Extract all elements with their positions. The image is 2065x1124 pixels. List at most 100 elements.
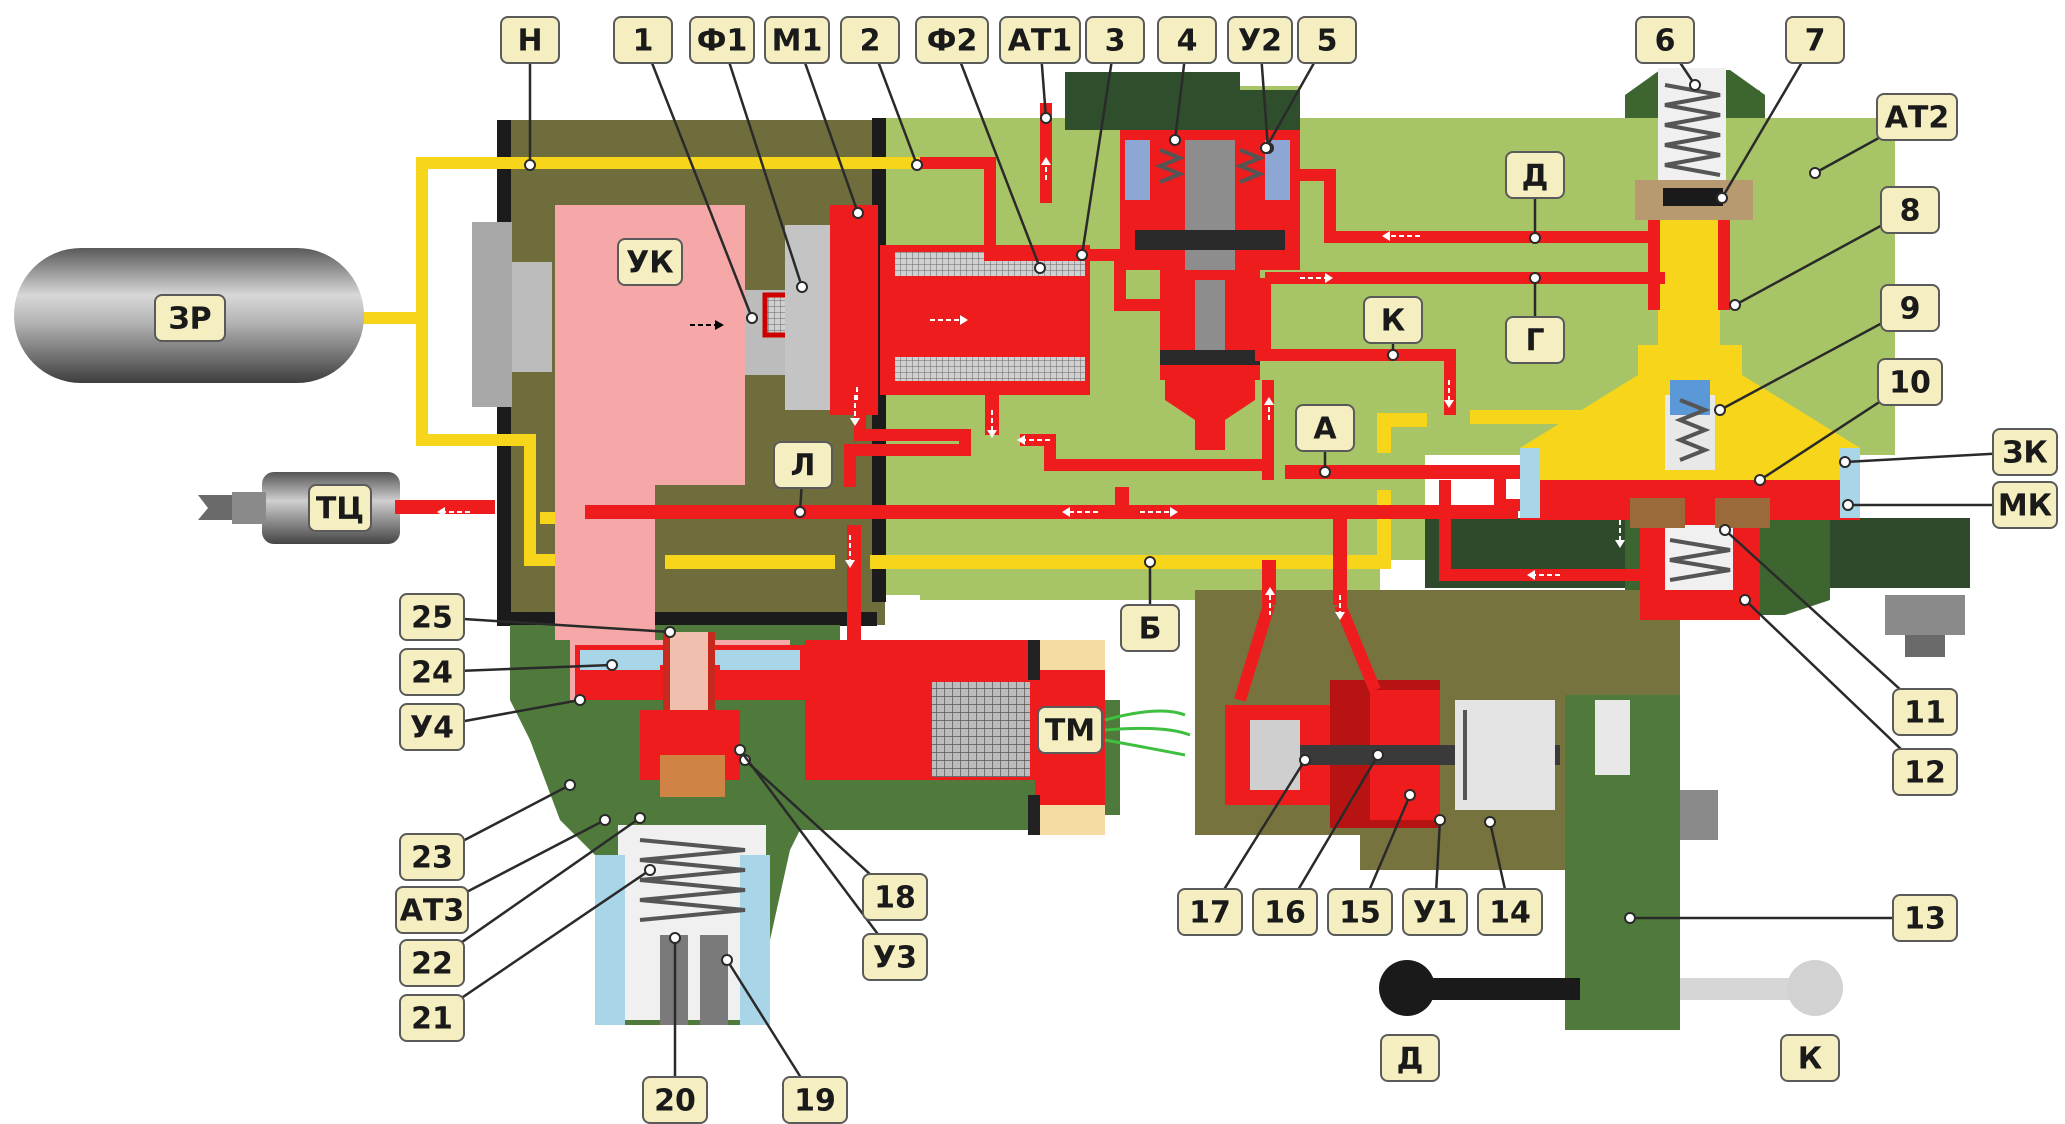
label-a: А <box>1295 404 1355 452</box>
valve4-lower-seat <box>1160 350 1260 365</box>
leader-dot-19 <box>721 954 733 966</box>
label-text-8: 8 <box>1900 194 1921 229</box>
mk-channel <box>1439 480 1650 581</box>
leader-dot-10 <box>1754 474 1766 486</box>
label-text-7: 7 <box>1805 24 1826 59</box>
label-mk: МК <box>1992 481 2058 529</box>
label-21: 21 <box>399 994 465 1042</box>
label-text-u3: У3 <box>873 941 917 976</box>
line-2-to-valve <box>920 157 1160 311</box>
label-18: 18 <box>862 873 928 921</box>
label-22: 22 <box>399 939 465 987</box>
leader-line-25 <box>431 615 671 634</box>
line-k-center <box>1262 380 1274 480</box>
tm-exhaust-lines <box>1104 709 1191 757</box>
label-box-18 <box>862 873 928 921</box>
label-box-f1 <box>689 16 755 64</box>
handle-nut <box>1680 790 1718 840</box>
label-text-5: 5 <box>1317 24 1338 59</box>
label-box-21 <box>399 994 465 1042</box>
label-box-u3 <box>862 933 928 981</box>
leader-line-3 <box>1080 39 1117 256</box>
zk-left-seal <box>1520 448 1540 518</box>
label-text-at3: АТ3 <box>400 894 465 929</box>
label-text-2: 2 <box>860 24 881 59</box>
label-12: 12 <box>1892 748 1958 796</box>
valve11-left <box>1630 498 1685 528</box>
stem-red-right <box>1718 200 1730 310</box>
label-text-mk: МК <box>1998 489 2053 524</box>
label-box-14 <box>1477 888 1543 936</box>
leader-dot-14 <box>1484 816 1496 828</box>
leader-line-12 <box>1744 599 1926 773</box>
line-k <box>1255 349 1456 415</box>
channel-join-l <box>1234 603 1275 702</box>
label-text-14: 14 <box>1489 896 1531 931</box>
label-box-tm <box>1037 706 1103 754</box>
handle-bar-d <box>1405 978 1580 1000</box>
m1-piston <box>830 205 878 415</box>
label-7: 7 <box>1785 16 1845 64</box>
label-text-tm: ТМ <box>1045 714 1095 749</box>
label-8: 8 <box>1880 186 1940 234</box>
label-box-zk <box>1992 428 2058 476</box>
label-text-21: 21 <box>411 1002 453 1037</box>
line-l-tee <box>1115 487 1129 512</box>
label-d_top: Д <box>1505 151 1565 199</box>
label-text-d_handle: Д <box>1397 1042 1424 1077</box>
label-16: 16 <box>1252 888 1318 936</box>
leader-dot-7 <box>1716 192 1728 204</box>
leader-dot-11 <box>1719 524 1731 536</box>
supply-line-h-top <box>355 157 920 324</box>
label-15: 15 <box>1327 888 1393 936</box>
leader-dot-u3 <box>734 744 746 756</box>
tm-connector-bottom <box>1035 805 1105 835</box>
leader-dot-4 <box>1169 134 1181 146</box>
leader-dot-1 <box>746 312 758 324</box>
label-text-u1: У1 <box>1413 896 1457 931</box>
label-box-a <box>1295 404 1355 452</box>
leader-dot-zk <box>1839 456 1851 468</box>
leader-dot-m1 <box>852 207 864 219</box>
label-u3: У3 <box>862 933 928 981</box>
label-at2: АТ2 <box>1876 93 1958 141</box>
label-box-u2 <box>1227 16 1293 64</box>
label-k_mid: К <box>1363 296 1423 344</box>
label-text-12: 12 <box>1904 756 1946 791</box>
label-text-4: 4 <box>1177 24 1198 59</box>
label-box-10 <box>1877 358 1943 406</box>
label-uk: УК <box>617 238 683 286</box>
label-tc: ТЦ <box>308 484 372 532</box>
label-text-17: 17 <box>1189 896 1231 931</box>
label-l: Л <box>773 441 833 489</box>
label-box-b <box>1120 604 1180 652</box>
label-box-d_handle <box>1380 1034 1440 1082</box>
tm-filter <box>932 682 1030 777</box>
label-u4: У4 <box>399 703 465 751</box>
leader-dot-d_top <box>1529 232 1541 244</box>
label-text-f2: Ф2 <box>927 24 978 59</box>
leader-dot-8 <box>1729 299 1741 311</box>
label-10: 10 <box>1877 358 1943 406</box>
brake-cylinder-fork <box>198 495 232 520</box>
label-k_handle: К <box>1780 1034 1840 1082</box>
leader-dot-a <box>1319 466 1331 478</box>
label-box-4 <box>1157 16 1217 64</box>
leader-line-21 <box>431 868 651 1020</box>
label-box-tc <box>308 484 372 532</box>
label-text-16: 16 <box>1264 896 1306 931</box>
label-text-24: 24 <box>411 656 453 691</box>
leader-dot-5 <box>1260 142 1272 154</box>
leader-dot-9 <box>1714 404 1726 416</box>
label-box-19 <box>782 1076 848 1124</box>
leader-dot-24 <box>606 659 618 671</box>
nut-bolt <box>1905 635 1945 657</box>
leader-dot-u4 <box>574 694 586 706</box>
handle-spring-box <box>1595 700 1630 775</box>
supply-b-1 <box>665 555 835 569</box>
label-box-k_handle <box>1780 1034 1840 1082</box>
label-text-11: 11 <box>1904 696 1946 731</box>
label-box-u1 <box>1402 888 1468 936</box>
leader-line-11 <box>1724 529 1926 713</box>
